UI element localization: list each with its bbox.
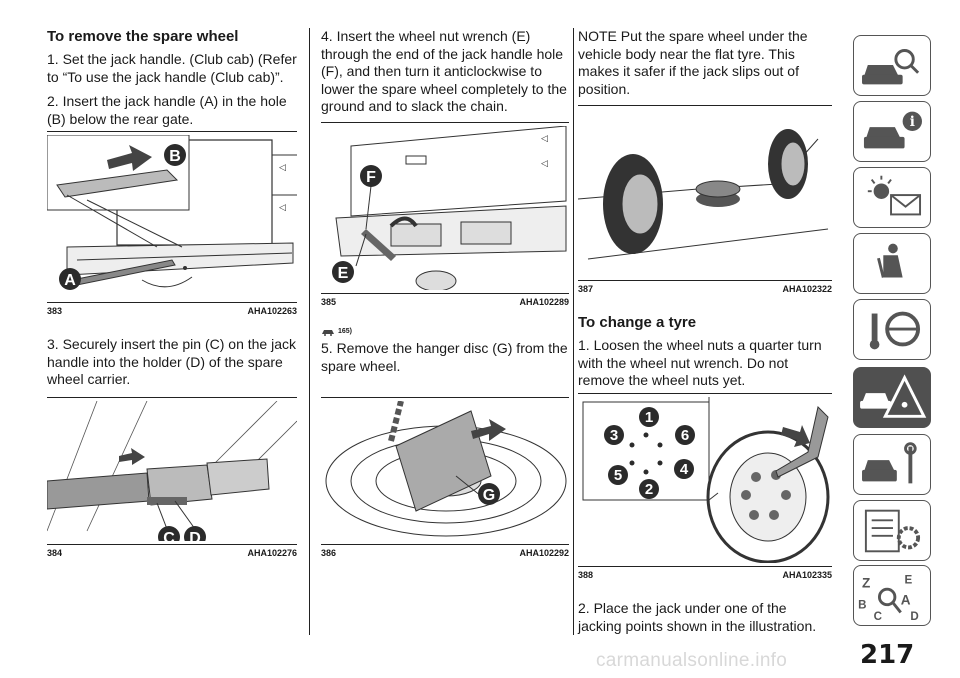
seat-airbag-icon: [877, 243, 903, 278]
label-B: B: [169, 148, 181, 165]
svg-text:◁: ◁: [541, 158, 548, 168]
page-number: 217: [860, 640, 915, 670]
column-1-lower: 3. Securely insert the pin (C) on the ja…: [47, 336, 297, 396]
hanger-disc-illustration: G: [325, 401, 567, 537]
column-3-bottom: 2. Place the jack under one of the jacki…: [578, 600, 832, 642]
label-2: 2: [645, 481, 653, 498]
jack-handle-pin-illustration: C D: [47, 401, 297, 541]
change-tyre-step-1-text: 1. Loosen the wheel nuts a quarter turn …: [578, 337, 822, 388]
wheel-nut-wrench-illustration: ◁ ◁ F E: [332, 126, 567, 290]
figure-code: AHA102263: [247, 306, 297, 316]
figure-code: AHA102292: [519, 548, 569, 558]
column-3: NOTE Put the spare wheel under the vehic…: [578, 28, 832, 105]
sidebar-tab-servicing[interactable]: [853, 434, 931, 495]
step-2-text: 2. Insert the jack handle (A) in the hol…: [47, 93, 287, 127]
figure-number: 384: [47, 548, 63, 558]
alphabetical-index-icon: Z E B A C D: [858, 573, 919, 623]
svg-text:◁: ◁: [279, 202, 286, 212]
note-text: NOTE Put the spare wheel under the vehic…: [578, 28, 808, 97]
figure-386: G 386 AHA102292: [321, 397, 569, 561]
wheel-nut-sequence-illustration: 1 2 3 4 5 6: [582, 397, 830, 563]
figure-385: ◁ ◁ F E 385 AHA102289: [321, 122, 569, 310]
warning-lights-message-icon: [867, 175, 922, 216]
label-A: A: [64, 272, 76, 289]
label-3: 3: [610, 427, 618, 444]
label-6: 6: [681, 427, 689, 444]
column-divider-1: [309, 28, 310, 635]
figure-383-caption: 383 AHA102263: [47, 302, 297, 319]
label-1: 1: [645, 409, 653, 426]
column-1: To remove the spare wheel 1. Set the jac…: [47, 28, 297, 135]
label-G: G: [483, 487, 495, 504]
svg-text:◁: ◁: [541, 133, 548, 143]
figure-387-caption: 387 AHA102322: [578, 280, 832, 297]
figure-388-caption: 388 AHA102335: [578, 566, 832, 583]
figure-386-caption: 386 AHA102292: [321, 544, 569, 561]
figure-387: 387 AHA102322: [578, 105, 832, 297]
step-3-text: 3. Securely insert the pin (C) on the ja…: [47, 336, 297, 387]
column-3-lower: To change a tyre 1. Loosen the wheel nut…: [578, 314, 832, 397]
sidebar-tab-safety[interactable]: [853, 233, 931, 294]
column-divider-2: [573, 28, 574, 635]
svg-text:◁: ◁: [279, 162, 286, 172]
section-heading-remove-spare: To remove the spare wheel: [47, 28, 239, 45]
sidebar-tab-starting-driving[interactable]: [853, 299, 931, 360]
emergency-warning-triangle-icon: [860, 374, 927, 418]
figure-number: 388: [578, 570, 594, 580]
svg-text:D: D: [910, 610, 918, 623]
figure-code: AHA102322: [782, 284, 832, 294]
label-D: D: [189, 530, 201, 541]
figure-383: ◁ ◁ B A 383 AHA102263: [47, 131, 297, 319]
section-heading-change-tyre: To change a tyre: [578, 314, 697, 331]
svg-text:C: C: [874, 610, 883, 623]
figure-number: 387: [578, 284, 594, 294]
note-reference[interactable]: 165): [321, 326, 569, 336]
svg-text:i: i: [910, 114, 915, 130]
sidebar-tab-technical-specifications[interactable]: [853, 500, 931, 561]
watermark: carmanualsonline.info: [596, 650, 788, 671]
key-steering-wheel-icon: [869, 311, 921, 350]
step-5-text: 5. Remove the hanger disc (G) from the s…: [321, 340, 568, 374]
figure-388: 1 2 3 4 5 6 388 AHA102: [578, 393, 832, 583]
figure-384: C D 384 AHA102276: [47, 397, 297, 561]
svg-text:A: A: [901, 593, 911, 608]
change-tyre-step-2-text: 2. Place the jack under one of the jacki…: [578, 600, 817, 634]
svg-text:Z: Z: [862, 575, 870, 590]
label-F: F: [366, 169, 376, 186]
figure-number: 386: [321, 548, 337, 558]
sidebar-tab-instrument-panel[interactable]: [853, 167, 931, 228]
figure-code: AHA102276: [247, 548, 297, 558]
label-C: C: [163, 530, 175, 541]
specifications-gear-icon: [864, 509, 921, 553]
car-warning-icon: [322, 330, 334, 336]
label-E: E: [338, 265, 349, 282]
column-2: 4. Insert the wheel nut wrench (E) throu…: [321, 28, 569, 123]
sidebar-tab-knowing-vehicle[interactable]: [853, 35, 931, 96]
note-reference-label: 165): [338, 327, 353, 335]
sidebar-tab-in-an-emergency[interactable]: [853, 367, 931, 428]
figure-number: 383: [47, 306, 63, 316]
spare-wheel-under-vehicle-illustration: [578, 129, 829, 260]
svg-text:E: E: [905, 573, 913, 586]
sidebar-tab-index[interactable]: Z E B A C D: [853, 565, 931, 626]
step-4-text: 4. Insert the wheel nut wrench (E) throu…: [321, 28, 567, 114]
figure-384-caption: 384 AHA102276: [47, 544, 297, 561]
figure-code: AHA102289: [519, 297, 569, 307]
column-2-lower: 165) 5. Remove the hanger disc (G) from …: [321, 323, 569, 382]
sidebar-tab-getting-to-know[interactable]: i: [853, 101, 931, 162]
car-info-icon: i: [863, 111, 922, 149]
figure-385-caption: 385 AHA102289: [321, 293, 569, 310]
car-service-tools-icon: [862, 442, 917, 484]
figure-number: 385: [321, 297, 337, 307]
svg-text:B: B: [858, 599, 866, 612]
label-4: 4: [680, 461, 689, 478]
label-5: 5: [614, 467, 622, 484]
car-search-icon: [862, 49, 920, 85]
step-1-text: 1. Set the jack handle. (Club cab) (Refe…: [47, 51, 297, 85]
jack-handle-rear-gate-illustration: ◁ ◁ B A: [47, 135, 297, 290]
figure-code: AHA102335: [782, 570, 832, 580]
